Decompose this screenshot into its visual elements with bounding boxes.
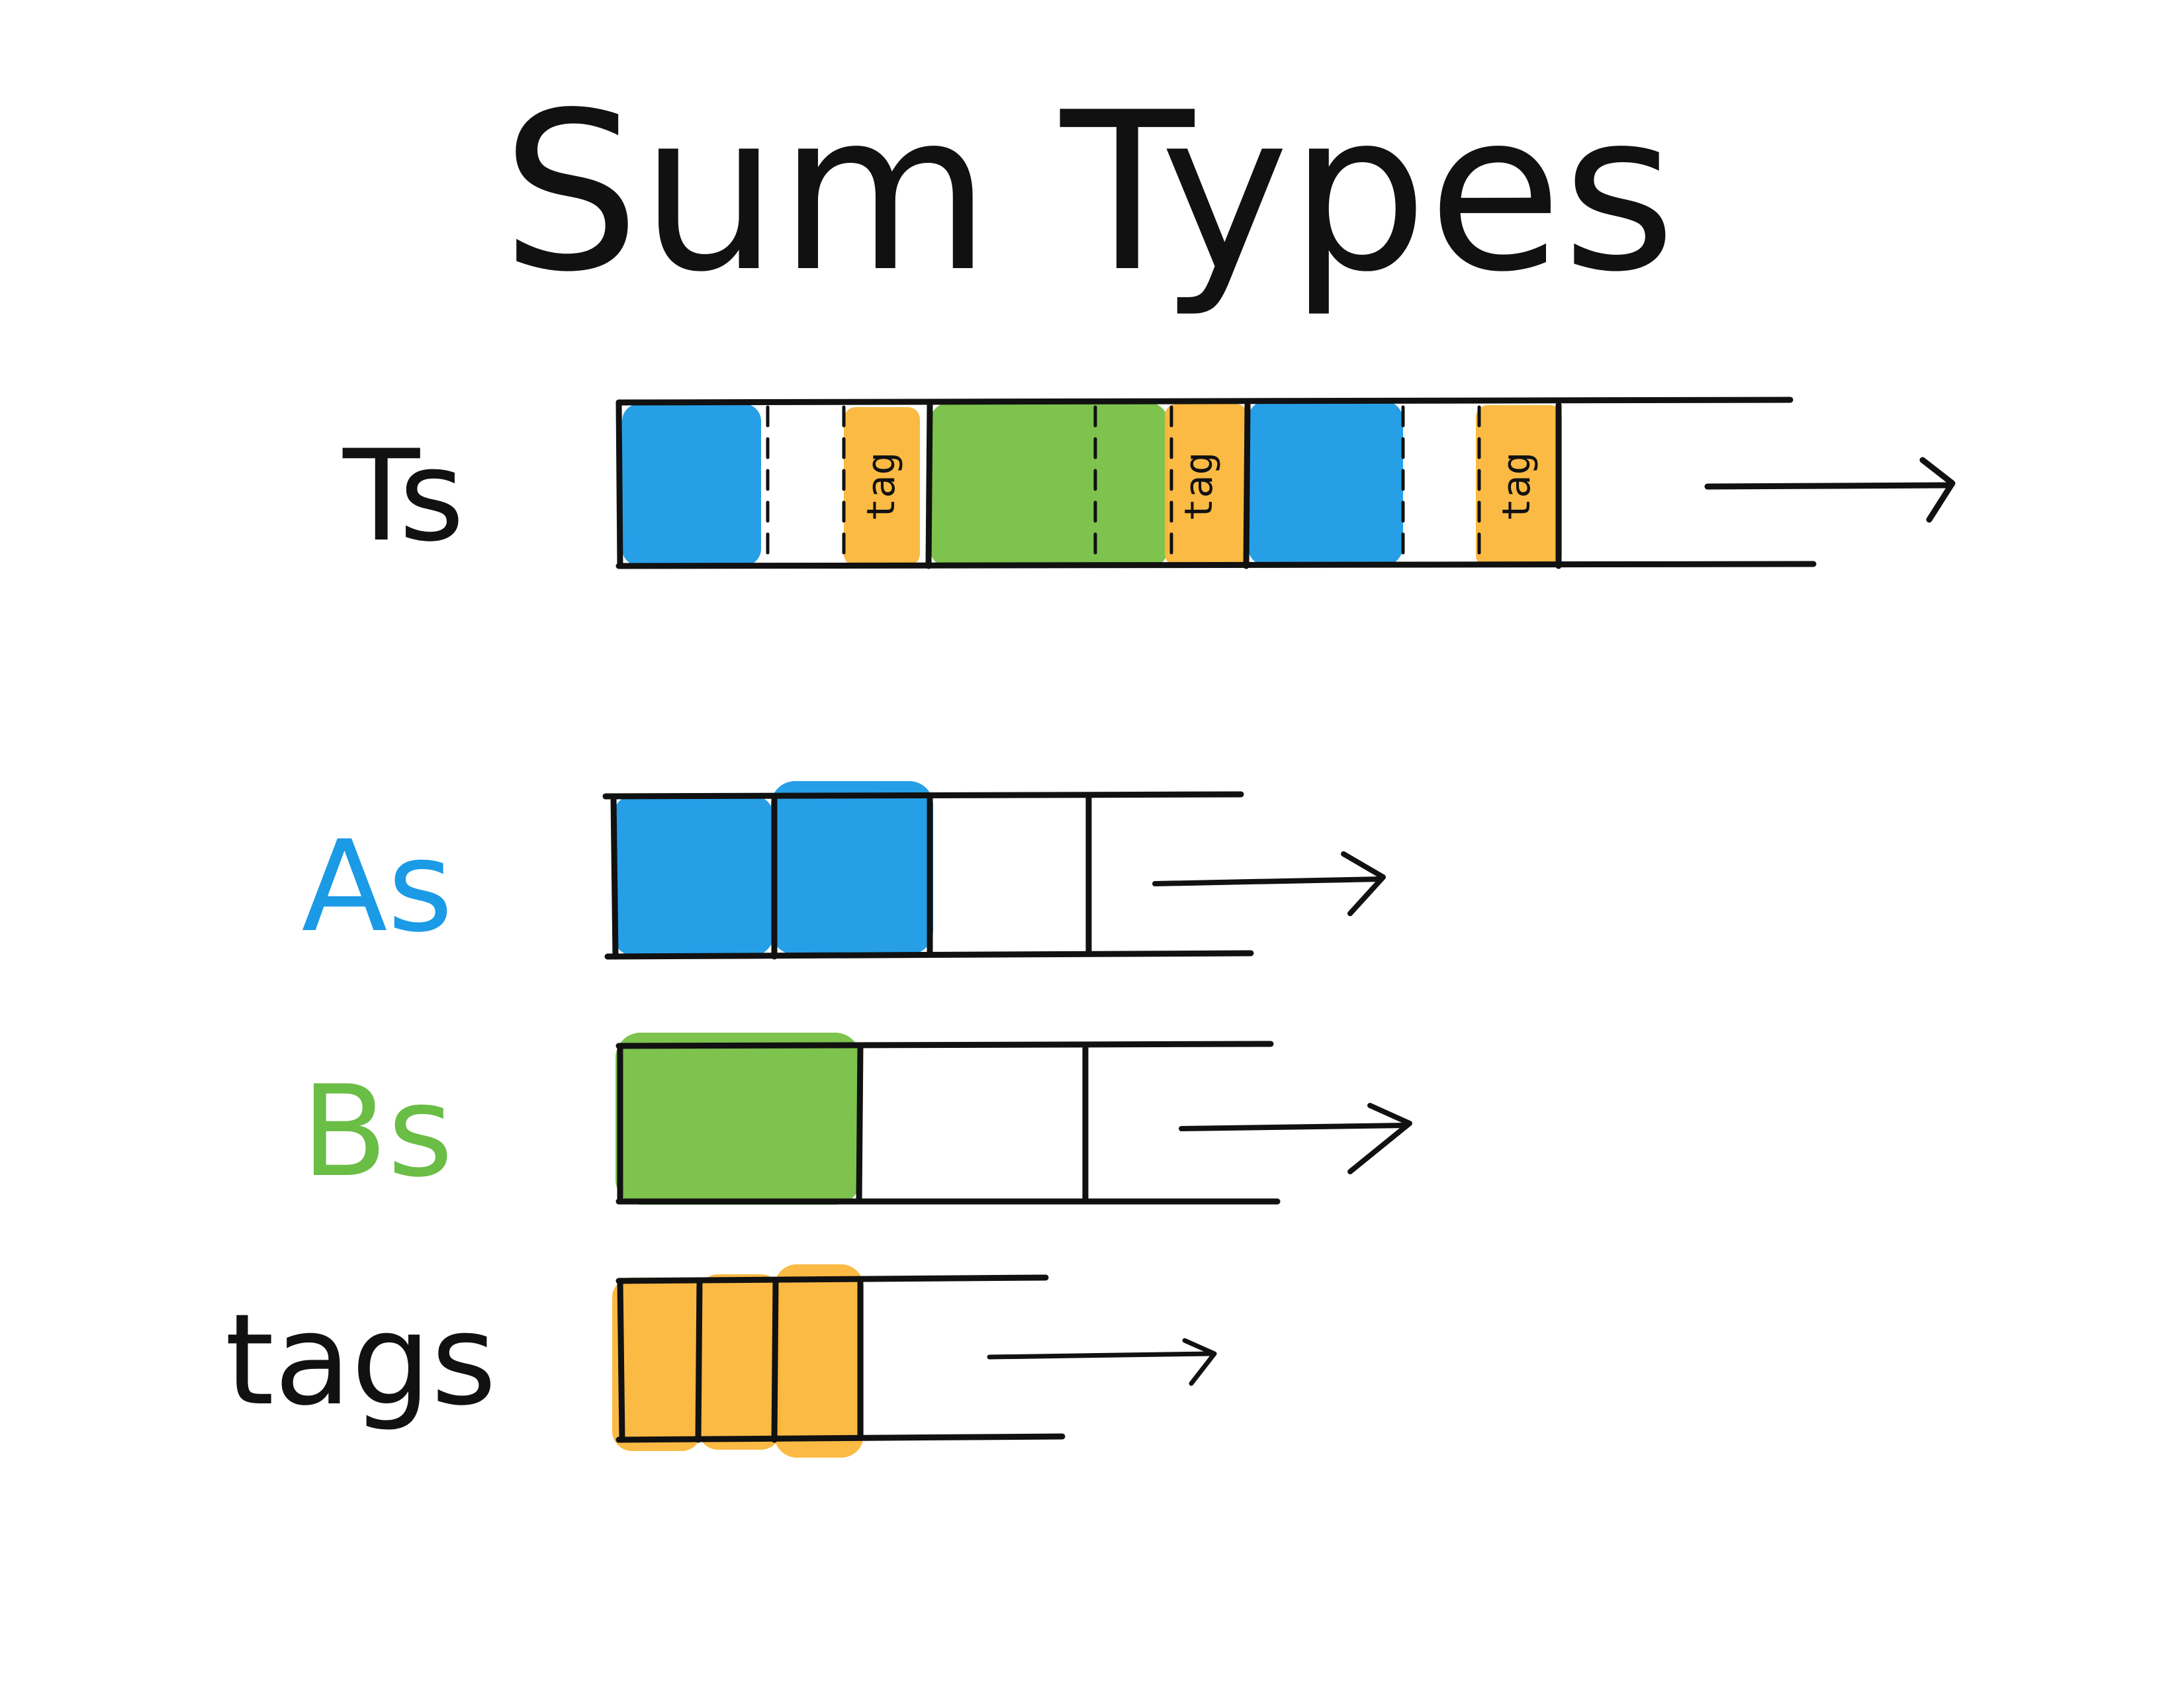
- ts-element-2-tag-label: tag: [1176, 452, 1221, 522]
- as-cell-2: [771, 781, 933, 955]
- row-label-tags: tags: [225, 1287, 497, 1433]
- diagram-title: Sum Types: [502, 66, 1676, 320]
- ts-element-3-tag: [1476, 405, 1562, 567]
- tags-cell-3: [774, 1264, 864, 1458]
- ts-element-3-tag-label: tag: [1494, 452, 1539, 522]
- ts-element-3-payload: [1248, 400, 1403, 566]
- arrow-right-icon: [1704, 457, 1956, 523]
- ts-element-1-payload: [622, 404, 761, 566]
- ts-element-1-tag: [844, 407, 920, 566]
- ts-element-2-tag: [1165, 404, 1248, 566]
- row-label-bs: Bs: [301, 1058, 453, 1205]
- as-array: [602, 781, 1386, 960]
- tags-cell-2: [698, 1274, 781, 1450]
- ts-element-2-payload: [930, 402, 1168, 568]
- arrow-right-icon: [1152, 851, 1386, 916]
- row-label-ts: Ts: [342, 423, 465, 569]
- ts-array: tag tag tag: [615, 397, 1956, 569]
- as-cell-1: [612, 794, 774, 957]
- tags-cell-1: [612, 1278, 702, 1451]
- ts-element-1-tag-label: tag: [858, 452, 903, 522]
- arrow-right-icon: [987, 1338, 1217, 1386]
- tags-array: [612, 1264, 1217, 1458]
- arrow-right-icon: [1179, 1103, 1412, 1174]
- bs-array: [615, 1033, 1412, 1205]
- row-label-as: As: [302, 814, 453, 960]
- bs-cell-1: [615, 1033, 860, 1205]
